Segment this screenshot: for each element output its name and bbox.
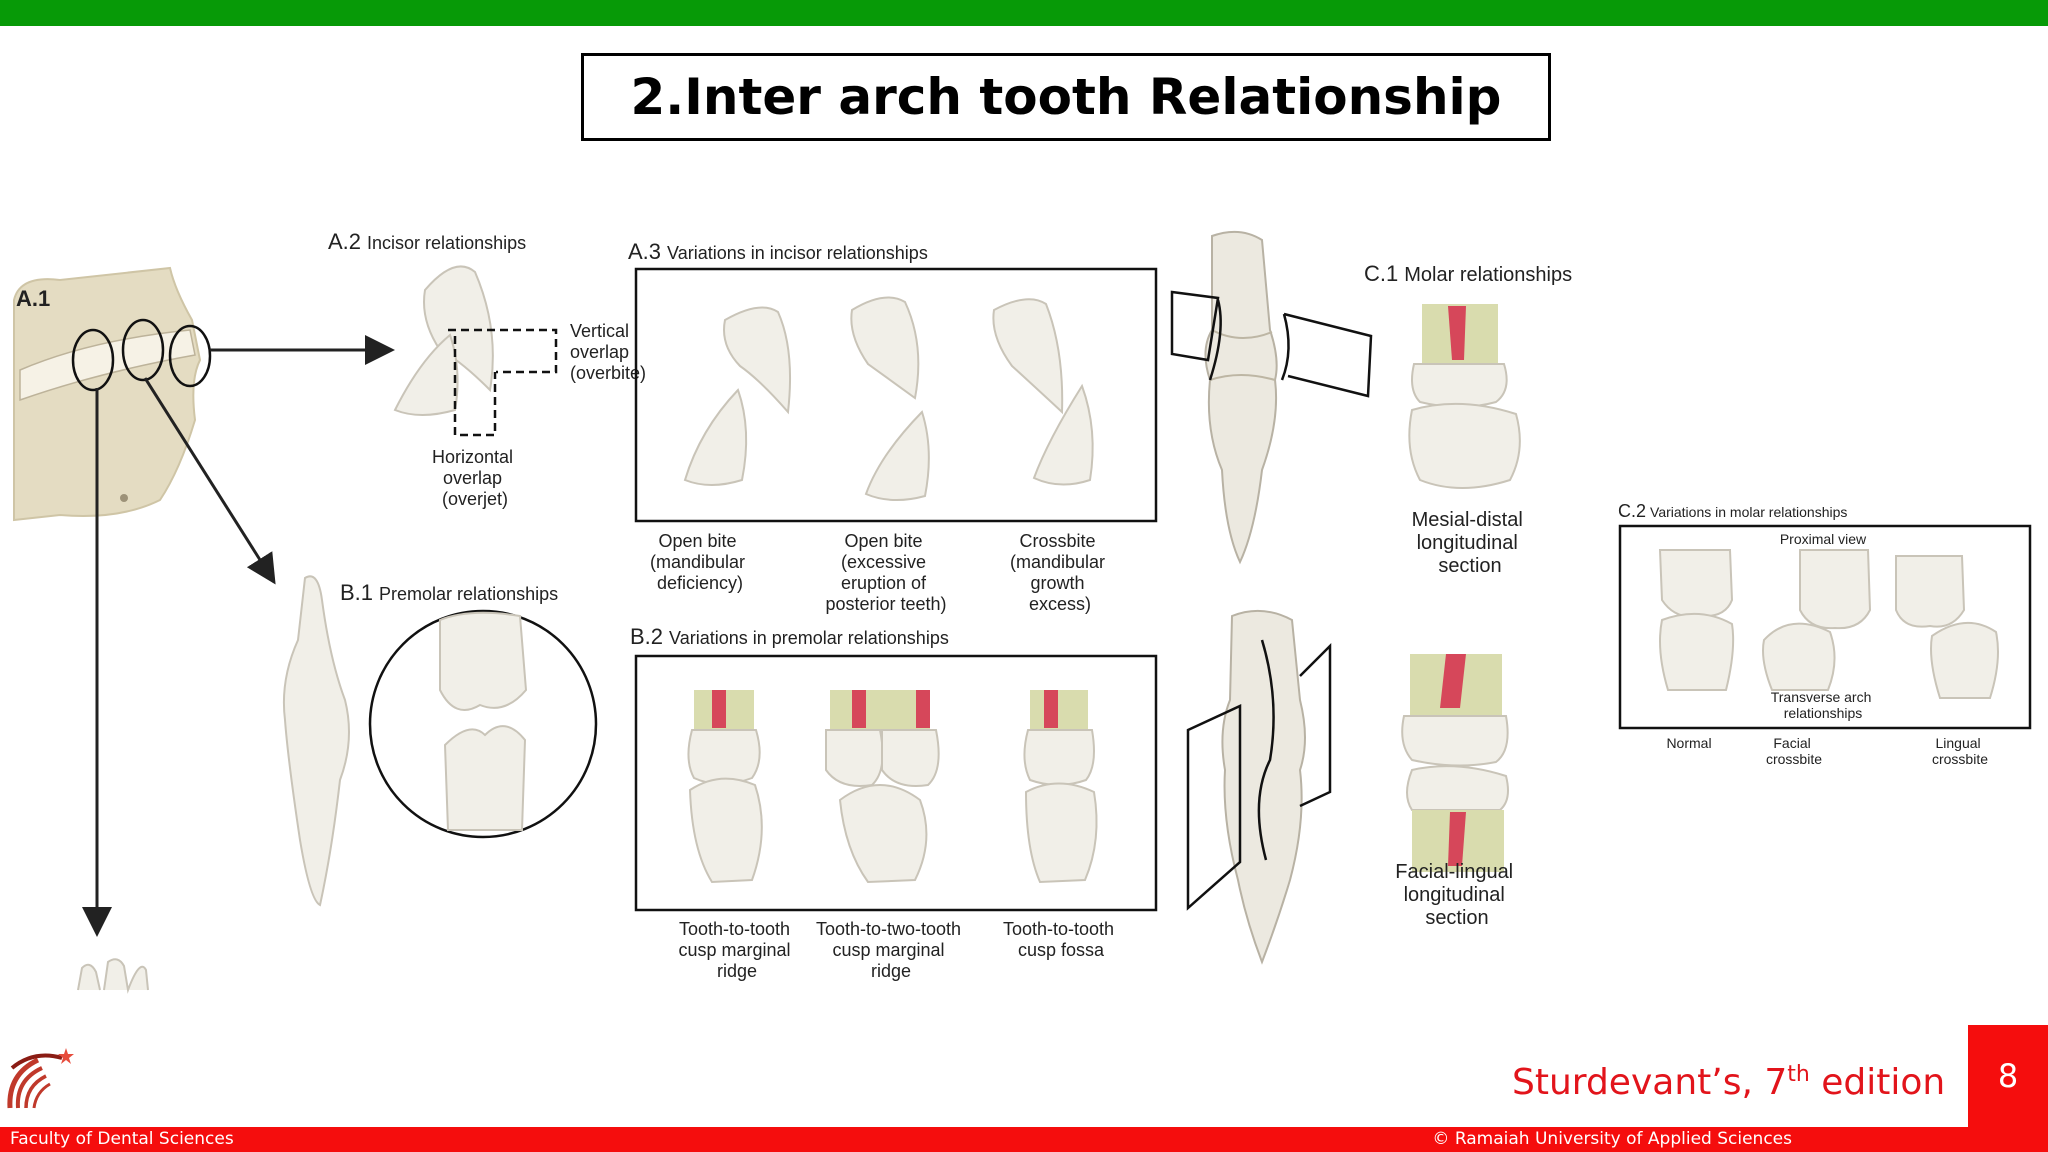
premolar-side-view xyxy=(282,575,350,907)
page-number: 8 xyxy=(1997,1057,2019,1095)
lower-premolar-b1 xyxy=(443,725,527,831)
molar-facial-lingual-plane xyxy=(1186,609,1332,965)
citation: Sturdevant’s, 7th edition xyxy=(1512,1062,1946,1103)
top-accent-bar xyxy=(0,0,2048,26)
transverse-arch-label: Transverse arch relationships xyxy=(1771,689,1876,721)
facial-lingual-caption: Facial-lingual longitudinal section xyxy=(1395,861,1518,929)
overjet-guide xyxy=(453,336,497,437)
b2-caption-two-tooth-ridge: Tooth-to-two-tooth cusp marginal ridge xyxy=(816,919,966,981)
overbite-guide xyxy=(448,328,558,374)
molar-lingual-crossbite xyxy=(1895,555,1999,699)
upper-incisor-a2 xyxy=(423,265,494,393)
molar-normal xyxy=(1658,549,1735,691)
molar-facial-crossbite xyxy=(1762,549,1872,691)
incisor-open-bite-mandibular xyxy=(683,306,792,486)
b2-panel xyxy=(634,654,1158,912)
footer-copyright: © Ramaiah University of Applied Sciences xyxy=(1432,1129,1792,1149)
premolar-cusp-marginal-ridge xyxy=(687,690,763,884)
incisor-open-bite-posterior xyxy=(850,296,930,501)
molar-section-mesial-distal xyxy=(1408,304,1521,489)
vertical-overlap-label: Vertical overlap (overbite) xyxy=(570,321,646,383)
a3-caption-open-bite-posterior: Open bite (excessive eruption of posteri… xyxy=(825,531,946,614)
lower-incisor-a2 xyxy=(393,333,459,416)
partial-teeth-illustration xyxy=(77,958,149,994)
page-title: 2.Inter arch tooth Relationship xyxy=(630,68,1502,126)
c2-panel xyxy=(1618,524,2032,730)
molar-section-facial-lingual xyxy=(1401,654,1509,872)
page-number-badge: 8 xyxy=(1968,1025,2048,1127)
arrow-to-b1 xyxy=(143,377,276,585)
b2-caption-cusp-fossa: Tooth-to-tooth cusp fossa xyxy=(1003,919,1119,960)
premolar-magnifier-circle xyxy=(368,609,598,839)
upper-premolar-b1 xyxy=(439,611,528,711)
mesial-distal-caption: Mesial-distal longitudinal section xyxy=(1412,509,1529,577)
a3-caption-crossbite: Crossbite (mandibular growth excess) xyxy=(1010,531,1110,614)
molar-mesial-distal-plane xyxy=(1170,230,1373,565)
footer-faculty: Faculty of Dental Sciences xyxy=(10,1129,234,1149)
premolar-two-tooth-marginal-ridge xyxy=(825,690,940,884)
university-logo xyxy=(7,1048,74,1109)
incisor-crossbite xyxy=(992,298,1094,486)
a3-caption-open-bite-mandibular: Open bite (mandibular deficiency) xyxy=(650,531,750,593)
c2-caption-normal: Normal xyxy=(1666,735,1711,751)
title-box: 2.Inter arch tooth Relationship xyxy=(581,53,1551,141)
horizontal-overlap-label: Horizontal overlap (overjet) xyxy=(432,447,518,509)
a3-panel xyxy=(634,267,1158,523)
c2-caption-facial-crossbite: Facial crossbite xyxy=(1766,735,1822,767)
skull-illustration xyxy=(13,266,212,522)
label-a1: A.1 xyxy=(16,286,50,311)
c2-caption-lingual-crossbite: Lingual crossbite xyxy=(1932,735,1988,767)
premolar-cusp-fossa xyxy=(1023,690,1098,884)
footer-bar: Faculty of Dental Sciences © Ramaiah Uni… xyxy=(0,1127,2048,1152)
b2-caption-tooth-to-tooth-ridge: Tooth-to-tooth cusp marginal ridge xyxy=(678,919,795,981)
proximal-view-label: Proximal view xyxy=(1780,531,1867,547)
